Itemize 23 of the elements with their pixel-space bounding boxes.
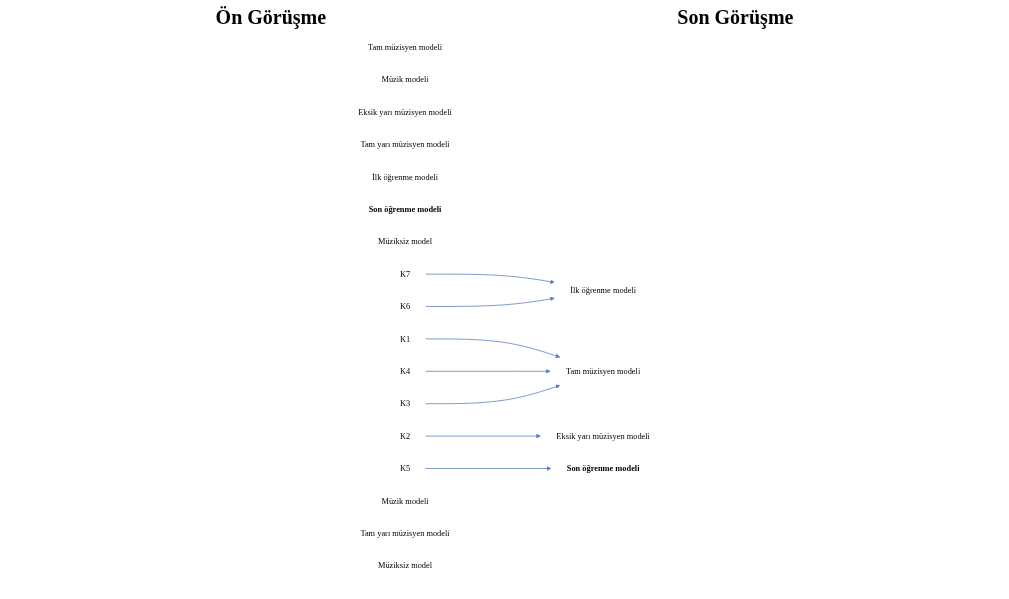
node-text: Tam müzisyen modeli [566, 366, 641, 376]
node-text: Eksik yarı müzisyen modeli [358, 107, 453, 117]
node-text: K3 [400, 399, 411, 408]
node-text: Son öğrenme modeli [567, 463, 640, 473]
node-text: Tam yarı müzisyen modeli [360, 139, 451, 149]
column-heading: Son Görüşme [677, 6, 794, 29]
node-text: Tam yarı müzisyen modeli [360, 528, 451, 538]
node-text: K1 [400, 334, 411, 344]
node-text: K6 [400, 301, 411, 311]
node-text: K7 [400, 269, 411, 279]
node-text: Son öğrenme modeli [369, 204, 442, 214]
node-text: Tam müzisyen modeli [368, 42, 443, 52]
node-text: İlk öğrenme modeli [372, 172, 439, 182]
node-text: K5 [400, 463, 411, 473]
node-text: K2 [400, 431, 411, 441]
column-heading: Ön Görüşme [215, 6, 327, 29]
node-text: Müzik modeli [381, 74, 430, 84]
node-text: Müziksiz model [378, 236, 433, 246]
node-text: Müzik modeli [381, 496, 430, 506]
node-text: Eksik yarı müzisyen modeli [556, 431, 651, 441]
node-text: İlk öğrenme modeli [570, 285, 637, 295]
node-text: K4 [400, 366, 411, 376]
node-text: Müziksiz model [378, 561, 433, 570]
